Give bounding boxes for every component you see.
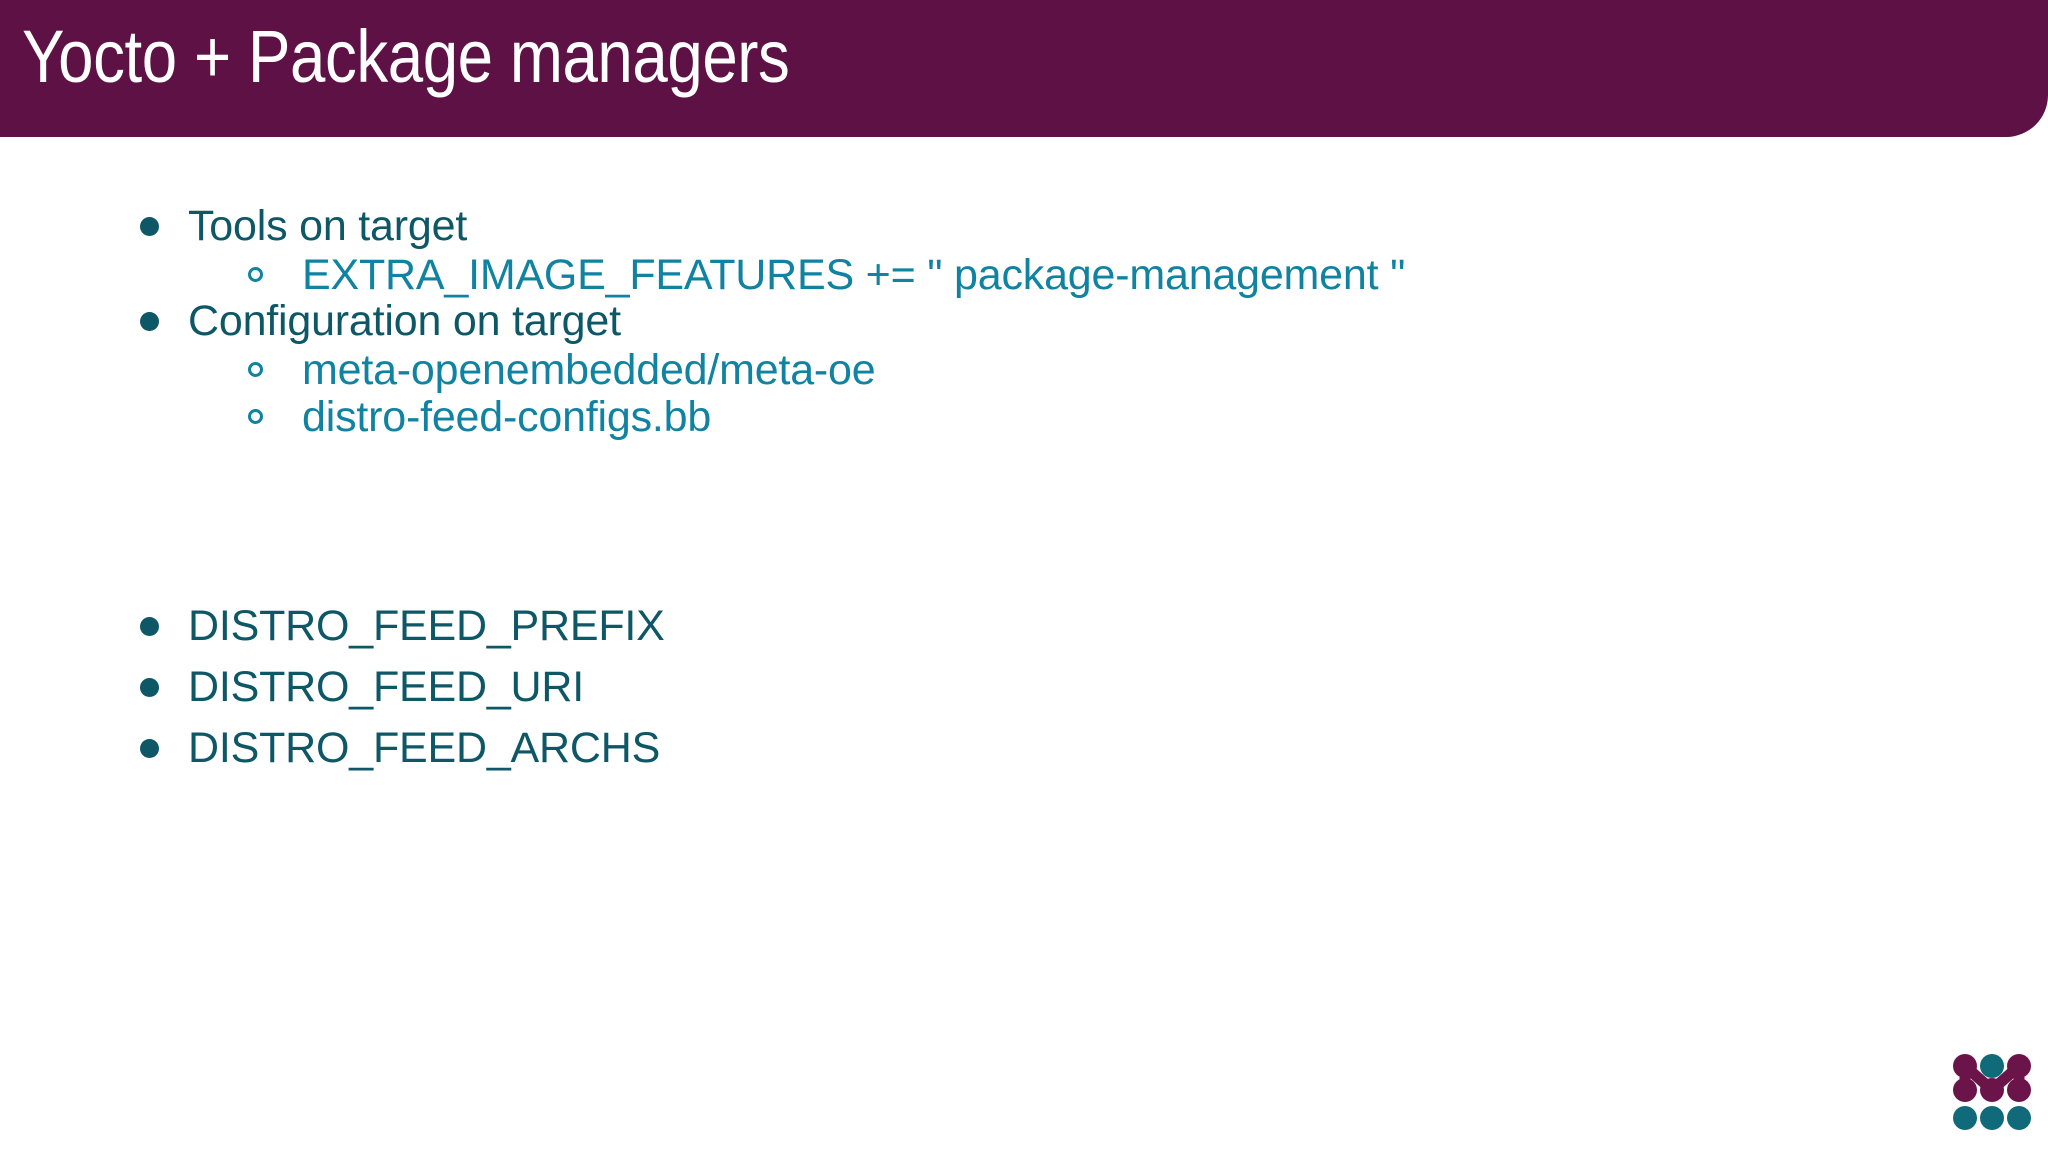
- bullet-list: Tools on target EXTRA_IMAGE_FEATURES += …: [0, 137, 2048, 1152]
- bullet-disc-icon: [140, 739, 159, 758]
- list-item: Configuration on target: [140, 300, 621, 343]
- list-item: meta-openembedded/meta-oe: [248, 349, 876, 392]
- list-item-label: DISTRO_FEED_URI: [188, 663, 585, 711]
- list-item-label: meta-openembedded/meta-oe: [302, 346, 876, 394]
- bullet-ring-icon: [248, 267, 263, 282]
- bullet-disc-icon: [140, 312, 159, 331]
- list-item-label: DISTRO_FEED_PREFIX: [188, 602, 665, 650]
- list-item: DISTRO_FEED_PREFIX: [140, 605, 665, 648]
- list-item-label: EXTRA_IMAGE_FEATURES += " package-manage…: [302, 251, 1406, 299]
- bullet-disc-icon: [140, 217, 159, 236]
- list-item: DISTRO_FEED_URI: [140, 666, 584, 709]
- bullet-ring-icon: [248, 409, 263, 424]
- bullet-ring-icon: [248, 362, 263, 377]
- list-item: distro-feed-configs.bb: [248, 396, 711, 439]
- bullet-disc-icon: [140, 678, 159, 697]
- list-item-label: distro-feed-configs.bb: [302, 393, 712, 441]
- list-item: DISTRO_FEED_ARCHS: [140, 727, 660, 770]
- title-band: Yocto + Package managers: [0, 0, 2048, 137]
- list-item-label: Configuration on target: [188, 297, 621, 345]
- list-item-label: Tools on target: [188, 202, 468, 250]
- mender-logo-icon: [1952, 1052, 2032, 1136]
- bullet-disc-icon: [140, 617, 159, 636]
- list-item: EXTRA_IMAGE_FEATURES += " package-manage…: [248, 254, 1405, 297]
- list-item: Tools on target: [140, 205, 467, 248]
- page-title: Yocto + Package managers: [22, 15, 790, 98]
- list-item-label: DISTRO_FEED_ARCHS: [188, 724, 661, 772]
